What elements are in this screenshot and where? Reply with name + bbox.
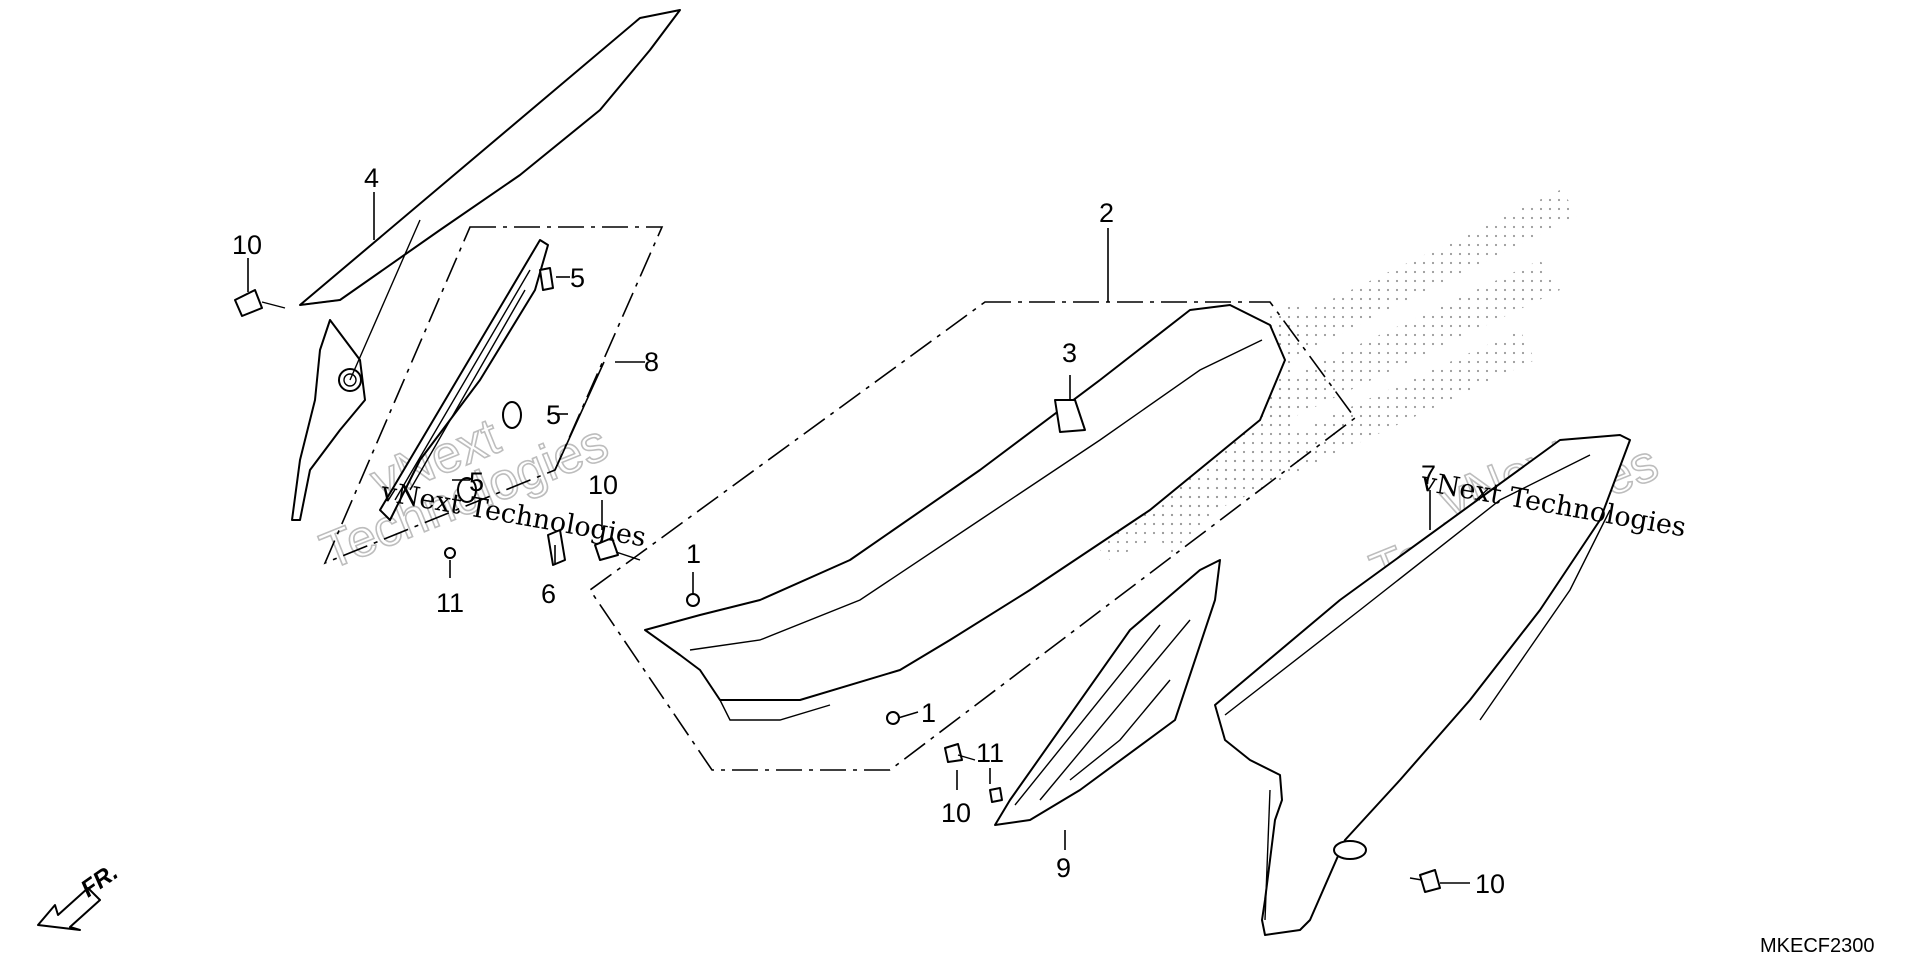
callout-10-center-left: 10 [588,470,618,500]
callout-5-lower: 5 [469,467,484,497]
hardware [234,289,1441,893]
callout-9: 9 [1056,853,1071,883]
callout-10-right: 10 [1475,869,1505,899]
callout-11-center: 11 [976,738,1004,768]
callout-5-middle: 5 [546,400,561,430]
part-8-side-cover [379,239,566,566]
part-2-seat [644,304,1286,721]
callout-8: 8 [644,347,659,377]
front-direction-marker: FR. [37,859,123,931]
front-arrow-icon [37,887,101,931]
callout-10-center: 10 [941,798,971,828]
callout-2: 2 [1099,198,1114,228]
diagram-code: MKECF2300 [1760,935,1875,957]
callout-7: 7 [1421,460,1436,490]
callout-11-left: 11 [436,588,464,618]
callout-5-upper: 5 [570,263,585,293]
callout-1-lower: 1 [921,698,936,728]
callout-1-upper: 1 [686,539,701,569]
callout-6: 6 [541,579,556,609]
part-7-right-cover [1214,434,1631,936]
part-9-grille [994,559,1221,826]
leader-lines [247,192,1470,884]
part-4-cowl [291,9,681,521]
group-box-2 [588,301,1357,771]
callout-3: 3 [1062,338,1077,368]
callout-4: 4 [364,163,379,193]
callout-10-upper-left: 10 [232,230,262,260]
